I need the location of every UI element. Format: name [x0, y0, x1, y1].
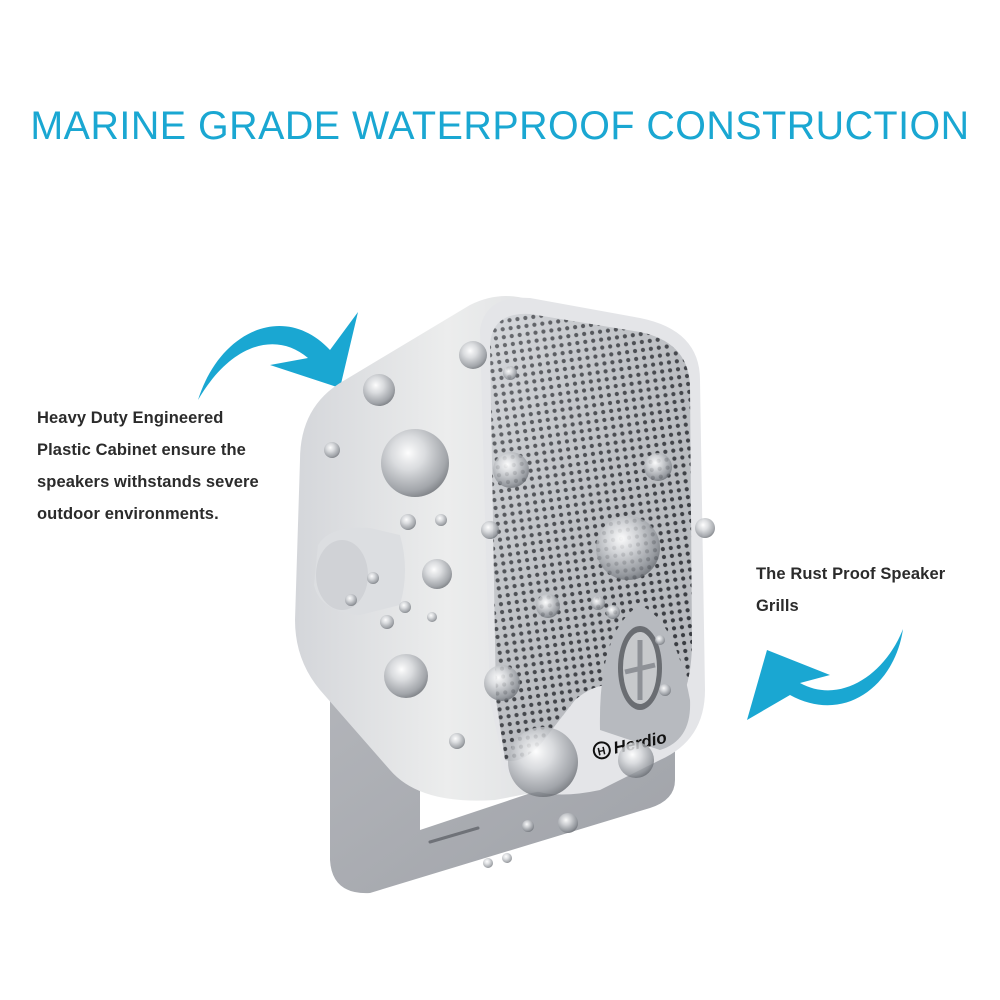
- mount-knob: [314, 527, 405, 615]
- curved-arrow-left-up-icon: [747, 629, 903, 720]
- page-title: MARINE GRADE WATERPROOF CONSTRUCTION: [30, 104, 970, 148]
- svg-text:H: H: [596, 745, 606, 758]
- water-droplets: [324, 341, 715, 868]
- callout-line: speakers withstands severe: [37, 473, 259, 491]
- callout-grille: The Rust Proof Speaker Grills: [756, 558, 996, 622]
- callout-line: Grills: [756, 597, 799, 615]
- callout-line: outdoor environments.: [37, 505, 219, 523]
- curved-arrow-right-down-icon: [198, 312, 358, 400]
- tweeter-plate: [599, 605, 691, 750]
- callout-line: Heavy Duty Engineered: [37, 409, 224, 427]
- callout-line: The Rust Proof Speaker: [756, 565, 946, 583]
- callout-cabinet: Heavy Duty Engineered Plastic Cabinet en…: [37, 402, 297, 530]
- callout-line: Plastic Cabinet ensure the: [37, 441, 246, 459]
